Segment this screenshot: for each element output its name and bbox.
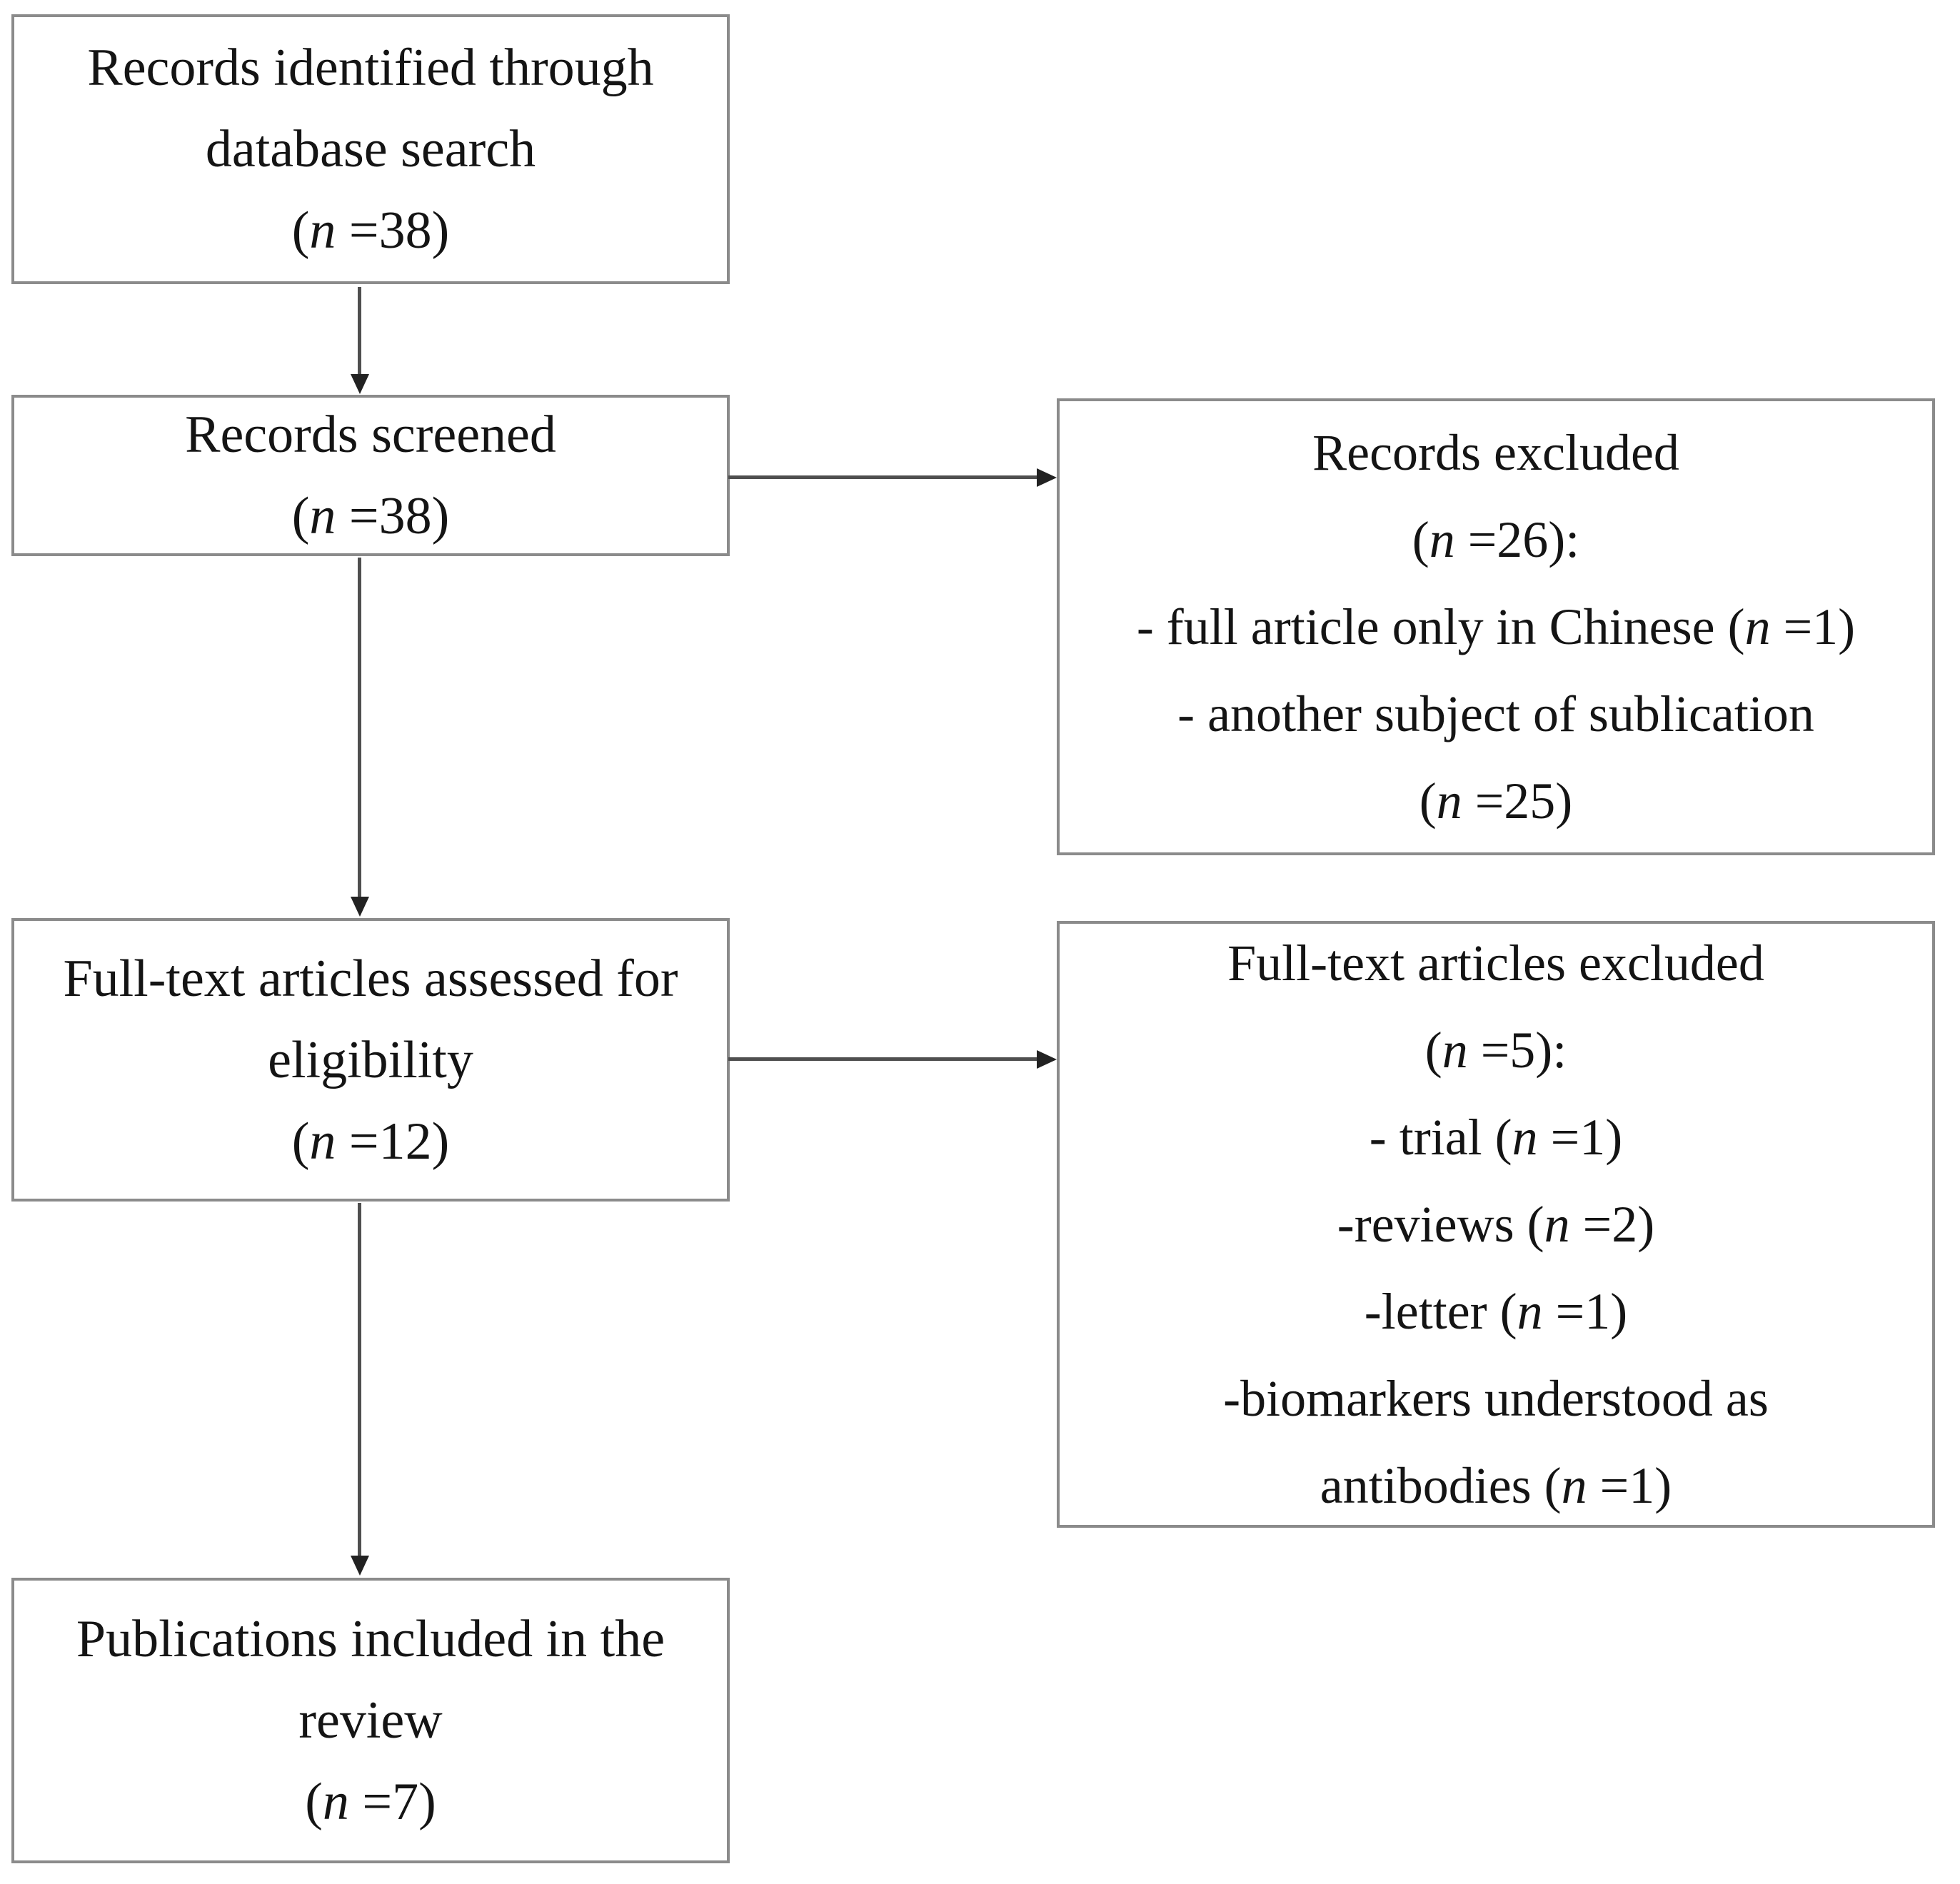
box-full-text-excluded: Full-text articles excluded (n =5): - tria… <box>1057 921 1935 1528</box>
box-line: (n =12) <box>291 1112 450 1171</box>
box-line: antibodies (n =1) <box>1320 1457 1672 1514</box>
box-line: Full-text articles assessed for <box>63 949 678 1008</box>
box-full-text-assessed: Full-text articles assessed for eligibili… <box>11 918 730 1202</box>
arrowhead-right-icon <box>1037 468 1057 487</box>
box-publications-included: Publications included in the review (n =7) <box>11 1578 730 1863</box>
arrowhead-down-icon <box>350 1556 369 1576</box>
box-line: Publications included in the <box>76 1610 665 1668</box>
box-line: - another subject of sublication <box>1177 685 1814 742</box>
box-line: (n =5): <box>1424 1022 1567 1079</box>
box-line: (n =26): <box>1412 511 1580 568</box>
box-line: review <box>298 1691 443 1750</box>
box-line: Records excluded <box>1312 424 1679 481</box>
box-line: (n =38) <box>291 201 450 260</box>
box-line: (n =7) <box>305 1773 436 1831</box>
arrow-screened-to-excluded <box>728 468 1057 487</box>
box-line: Records screened <box>185 405 556 464</box>
box-line: - full article only in Chinese (n =1) <box>1136 598 1856 655</box>
box-records-identified: Records identified through database searc… <box>11 14 730 284</box>
box-line: eligibility <box>268 1030 473 1089</box>
arrow-assessed-to-excluded <box>728 1049 1057 1069</box>
arrowhead-right-icon <box>1037 1049 1057 1069</box>
box-line: -reviews (n =2) <box>1337 1196 1655 1253</box>
arrowhead-down-icon <box>350 374 369 394</box>
arrow-identified-to-screened <box>350 287 369 394</box>
box-line: -biomarkers understood as <box>1223 1370 1769 1427</box>
box-line: Full-text articles excluded <box>1227 935 1764 992</box>
box-line: - trial (n =1) <box>1369 1109 1623 1166</box>
box-records-excluded: Records excluded (n =26): - full article o… <box>1057 398 1935 855</box>
box-records-screened: Records screened (n =38) <box>11 395 730 556</box>
arrow-screened-to-assessed <box>350 558 369 917</box>
box-line: (n =38) <box>291 487 450 545</box>
box-line: database search <box>205 120 536 178</box>
box-line: Records identified through <box>87 39 654 97</box>
arrowhead-down-icon <box>350 897 369 917</box>
box-line: (n =25) <box>1419 772 1573 830</box>
arrow-assessed-to-included <box>350 1203 369 1576</box>
box-line: -letter (n =1) <box>1364 1283 1628 1340</box>
